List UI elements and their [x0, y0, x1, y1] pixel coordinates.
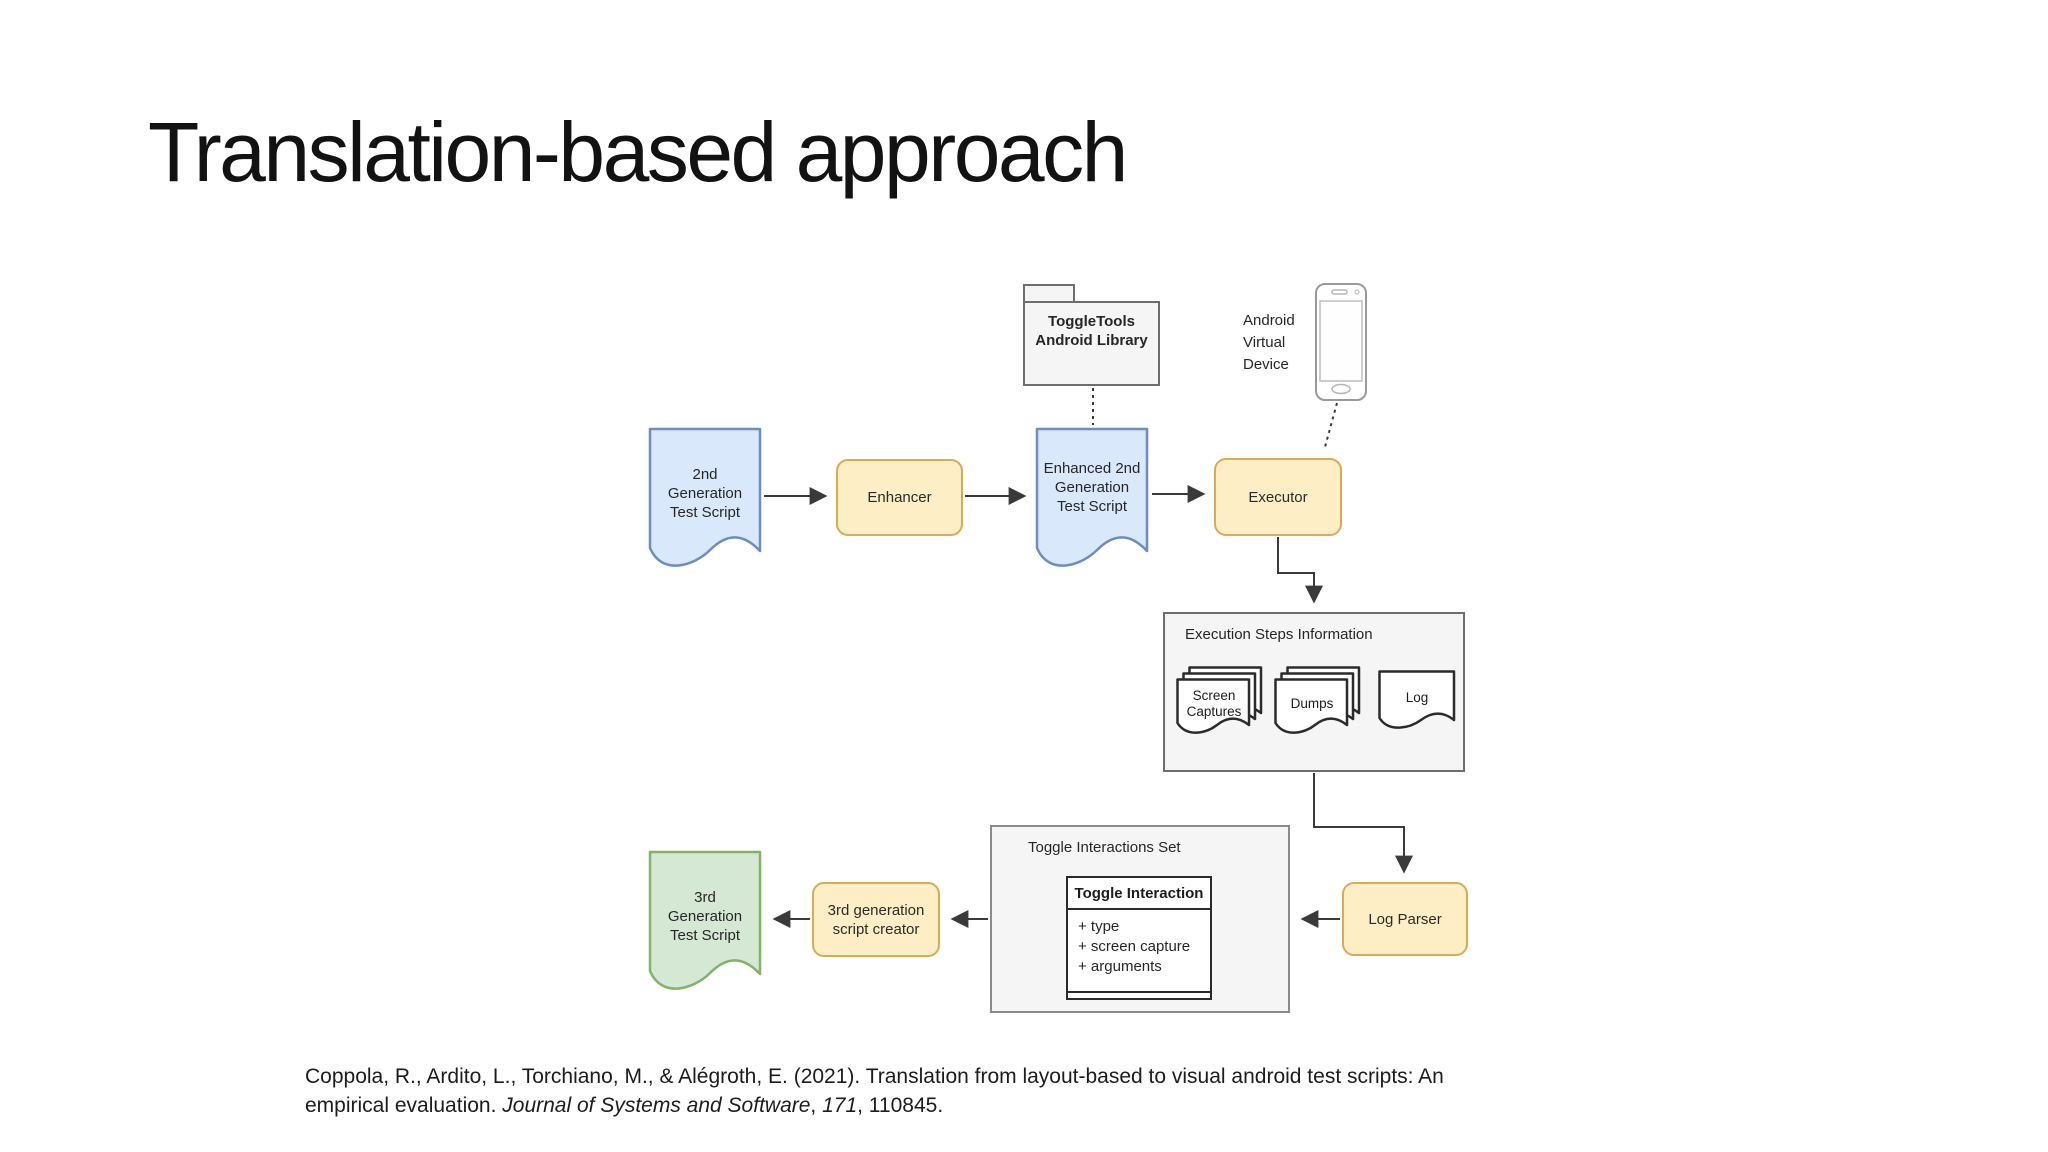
doc-enhanced-label: Enhanced 2nd Generation Test Script	[1043, 460, 1141, 515]
doc-2nd-gen-test-script: 2nd Generation Test Script	[648, 427, 762, 577]
citation: Coppola, R., Ardito, L., Torchiano, M., …	[305, 1062, 1635, 1120]
doc-3rd-gen-test-script: 3rd Generation Test Script	[648, 850, 762, 1000]
citation-text: , 110845.	[857, 1094, 944, 1117]
page-title: Translation-based approach	[148, 105, 1128, 199]
log-doc: Log	[1378, 670, 1458, 740]
log-parser-label: Log Parser	[1368, 910, 1442, 928]
citation-text: ,	[810, 1094, 823, 1117]
screen-captures-doc: Screen Captures	[1176, 666, 1266, 744]
execution-steps-title: Execution Steps Information	[1185, 626, 1373, 643]
log-label: Log	[1405, 690, 1429, 705]
enhancer-label: Enhancer	[867, 489, 932, 506]
document-shape-icon	[648, 427, 762, 567]
citation-text: empirical evaluation.	[305, 1094, 503, 1117]
stacked-documents-icon	[1274, 666, 1361, 734]
class-attributes: + type + screen capture + arguments	[1068, 910, 1210, 977]
toggle-set-title: Toggle Interactions Set	[1028, 839, 1181, 856]
script-creator-label: 3rd generation script creator	[827, 901, 925, 938]
citation-line-1: Coppola, R., Ardito, L., Torchiano, M., …	[305, 1065, 1444, 1088]
smartphone-icon	[1315, 283, 1367, 401]
stacked-documents-icon	[1176, 666, 1263, 734]
enhancer-node: Enhancer	[836, 459, 963, 536]
doc-enhanced-2nd-gen: Enhanced 2nd Generation Test Script	[1035, 427, 1149, 577]
dumps-doc: Dumps	[1274, 666, 1364, 744]
avd-device	[1313, 281, 1369, 403]
executor-label: Executor	[1248, 488, 1308, 506]
journal-name: Journal of Systems and Software	[502, 1094, 811, 1117]
class-name: Toggle Interaction	[1068, 878, 1210, 910]
folder-icon	[1023, 284, 1160, 386]
volume-number: 171	[822, 1094, 858, 1117]
class-attribute: + arguments	[1078, 958, 1162, 975]
class-methods-compartment	[1068, 991, 1210, 998]
library-folder-label: ToggleTools Android Library	[1035, 313, 1148, 349]
doc-3rd-gen-label: 3rd Generation Test Script	[667, 889, 743, 944]
screen-captures-label: Screen Captures	[1186, 688, 1242, 719]
citation-line-2: empirical evaluation. Journal of Systems…	[305, 1091, 1635, 1120]
dumps-label: Dumps	[1290, 696, 1334, 711]
executor-node: Executor	[1214, 458, 1342, 536]
document-shape-icon	[1035, 427, 1149, 567]
log-parser-node: Log Parser	[1342, 882, 1468, 956]
class-attribute: + type	[1078, 918, 1120, 935]
avd-label: Android Virtual Device	[1243, 312, 1295, 373]
doc-2nd-gen-label: 2nd Generation Test Script	[667, 466, 743, 521]
library-folder: ToggleTools Android Library	[1023, 284, 1160, 386]
class-attribute: + screen capture	[1078, 938, 1191, 955]
script-creator-node: 3rd generation script creator	[812, 882, 940, 957]
toggle-set-panel: Toggle Interactions Set Toggle Interacti…	[990, 825, 1290, 1013]
document-shape-icon	[648, 850, 762, 990]
document-icon	[1378, 670, 1456, 729]
execution-steps-panel: Execution Steps Information Screen Captu…	[1163, 612, 1465, 772]
toggle-interaction-class: Toggle Interaction + type + screen captu…	[1066, 876, 1212, 1000]
